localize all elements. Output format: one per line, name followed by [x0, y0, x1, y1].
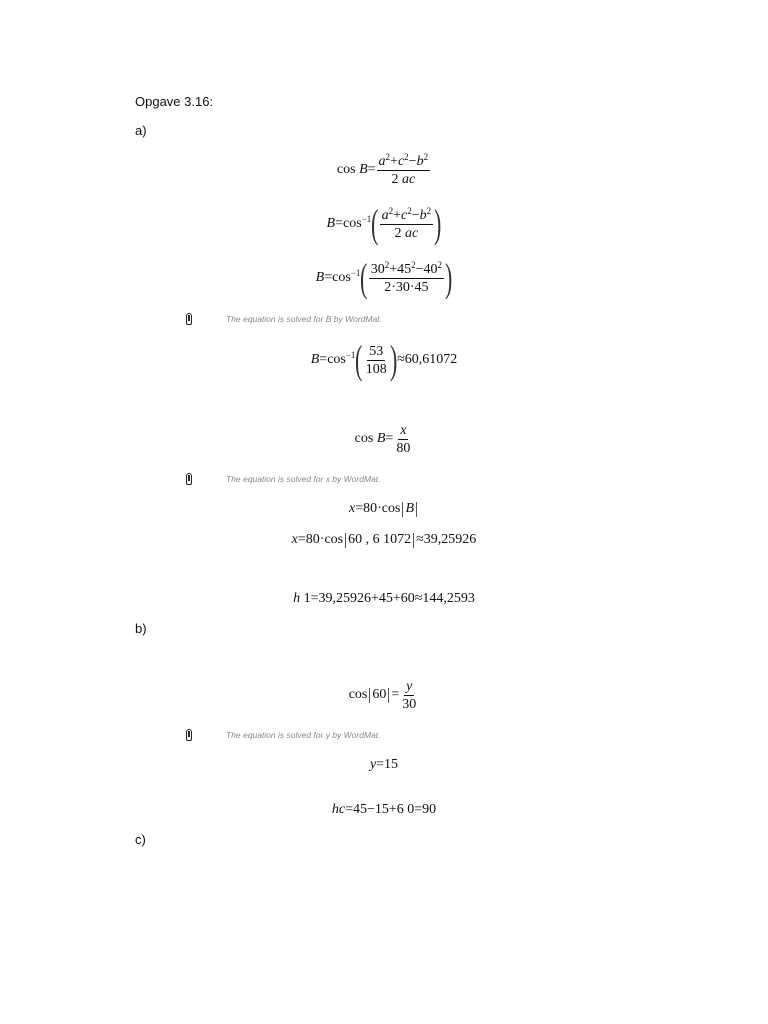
equation-y-result: y=15	[369, 757, 399, 772]
equation-B-inverse-cos: B=cos−1 ( a2+c2−b2 2 ac )	[326, 201, 442, 246]
wordmat-note: The equation is solved for y by WordMat.	[186, 728, 381, 742]
eq-text: B=cos−1	[315, 268, 361, 286]
equation-cos-B-x: cos B= x 80	[0, 420, 768, 458]
eq-text: cos B=	[336, 162, 376, 177]
section-a-label: a)	[135, 123, 147, 138]
eq-result: ≈60,61072	[397, 352, 458, 367]
equation-B-result: B=cos−1 ( 53 108 ) ≈60,61072	[310, 337, 458, 382]
section-c-label: c)	[135, 832, 146, 847]
eq-text: B=cos−1	[326, 214, 372, 232]
eq-text: B=cos−1	[310, 350, 356, 368]
eq-fraction: a2+c2−b2 2 ac	[379, 205, 434, 241]
note-text: The equation is solved for x by WordMat.	[226, 474, 381, 484]
eq-fraction: a2+c2−b2 2 ac	[376, 151, 431, 187]
wordmat-note: The equation is solved for x by WordMat.	[186, 472, 381, 486]
section-b-label: b)	[135, 621, 147, 636]
solver-icon	[186, 473, 192, 485]
eq-fraction: 302+452−402 2·30·45	[368, 259, 445, 295]
equation-h1: h 1=39,25926+45+60≈144,2593	[293, 591, 475, 606]
equation-x-solved: x=80·cos B	[0, 499, 768, 519]
equation-hc: hc=45−15+6 0=90	[331, 802, 437, 817]
solver-icon	[186, 313, 192, 325]
note-text: The equation is solved for y by WordMat.	[226, 730, 381, 740]
wordmat-note: The equation is solved for B by WordMat.	[186, 312, 382, 326]
page-title: Opgave 3.16:	[135, 94, 214, 109]
solver-icon	[186, 729, 192, 741]
eq-fraction: 53 108	[365, 343, 387, 377]
eq-fraction: x 80	[396, 422, 411, 456]
equation-law-of-cosines: cos B= a2+c2−b2 2 ac	[0, 150, 768, 190]
note-text: The equation is solved for B by WordMat.	[226, 314, 382, 324]
eq-text: cos B=	[354, 431, 394, 446]
eq-fraction: y 30	[402, 678, 417, 712]
equation-x-result: x=80·cos 60 , 6 1072 ≈39,25926	[291, 532, 477, 548]
equation-B-substituted: B=cos−1 ( 302+452−402 2·30·45 )	[315, 255, 453, 300]
equation-cos60-y: cos 60= y 30	[348, 678, 417, 712]
